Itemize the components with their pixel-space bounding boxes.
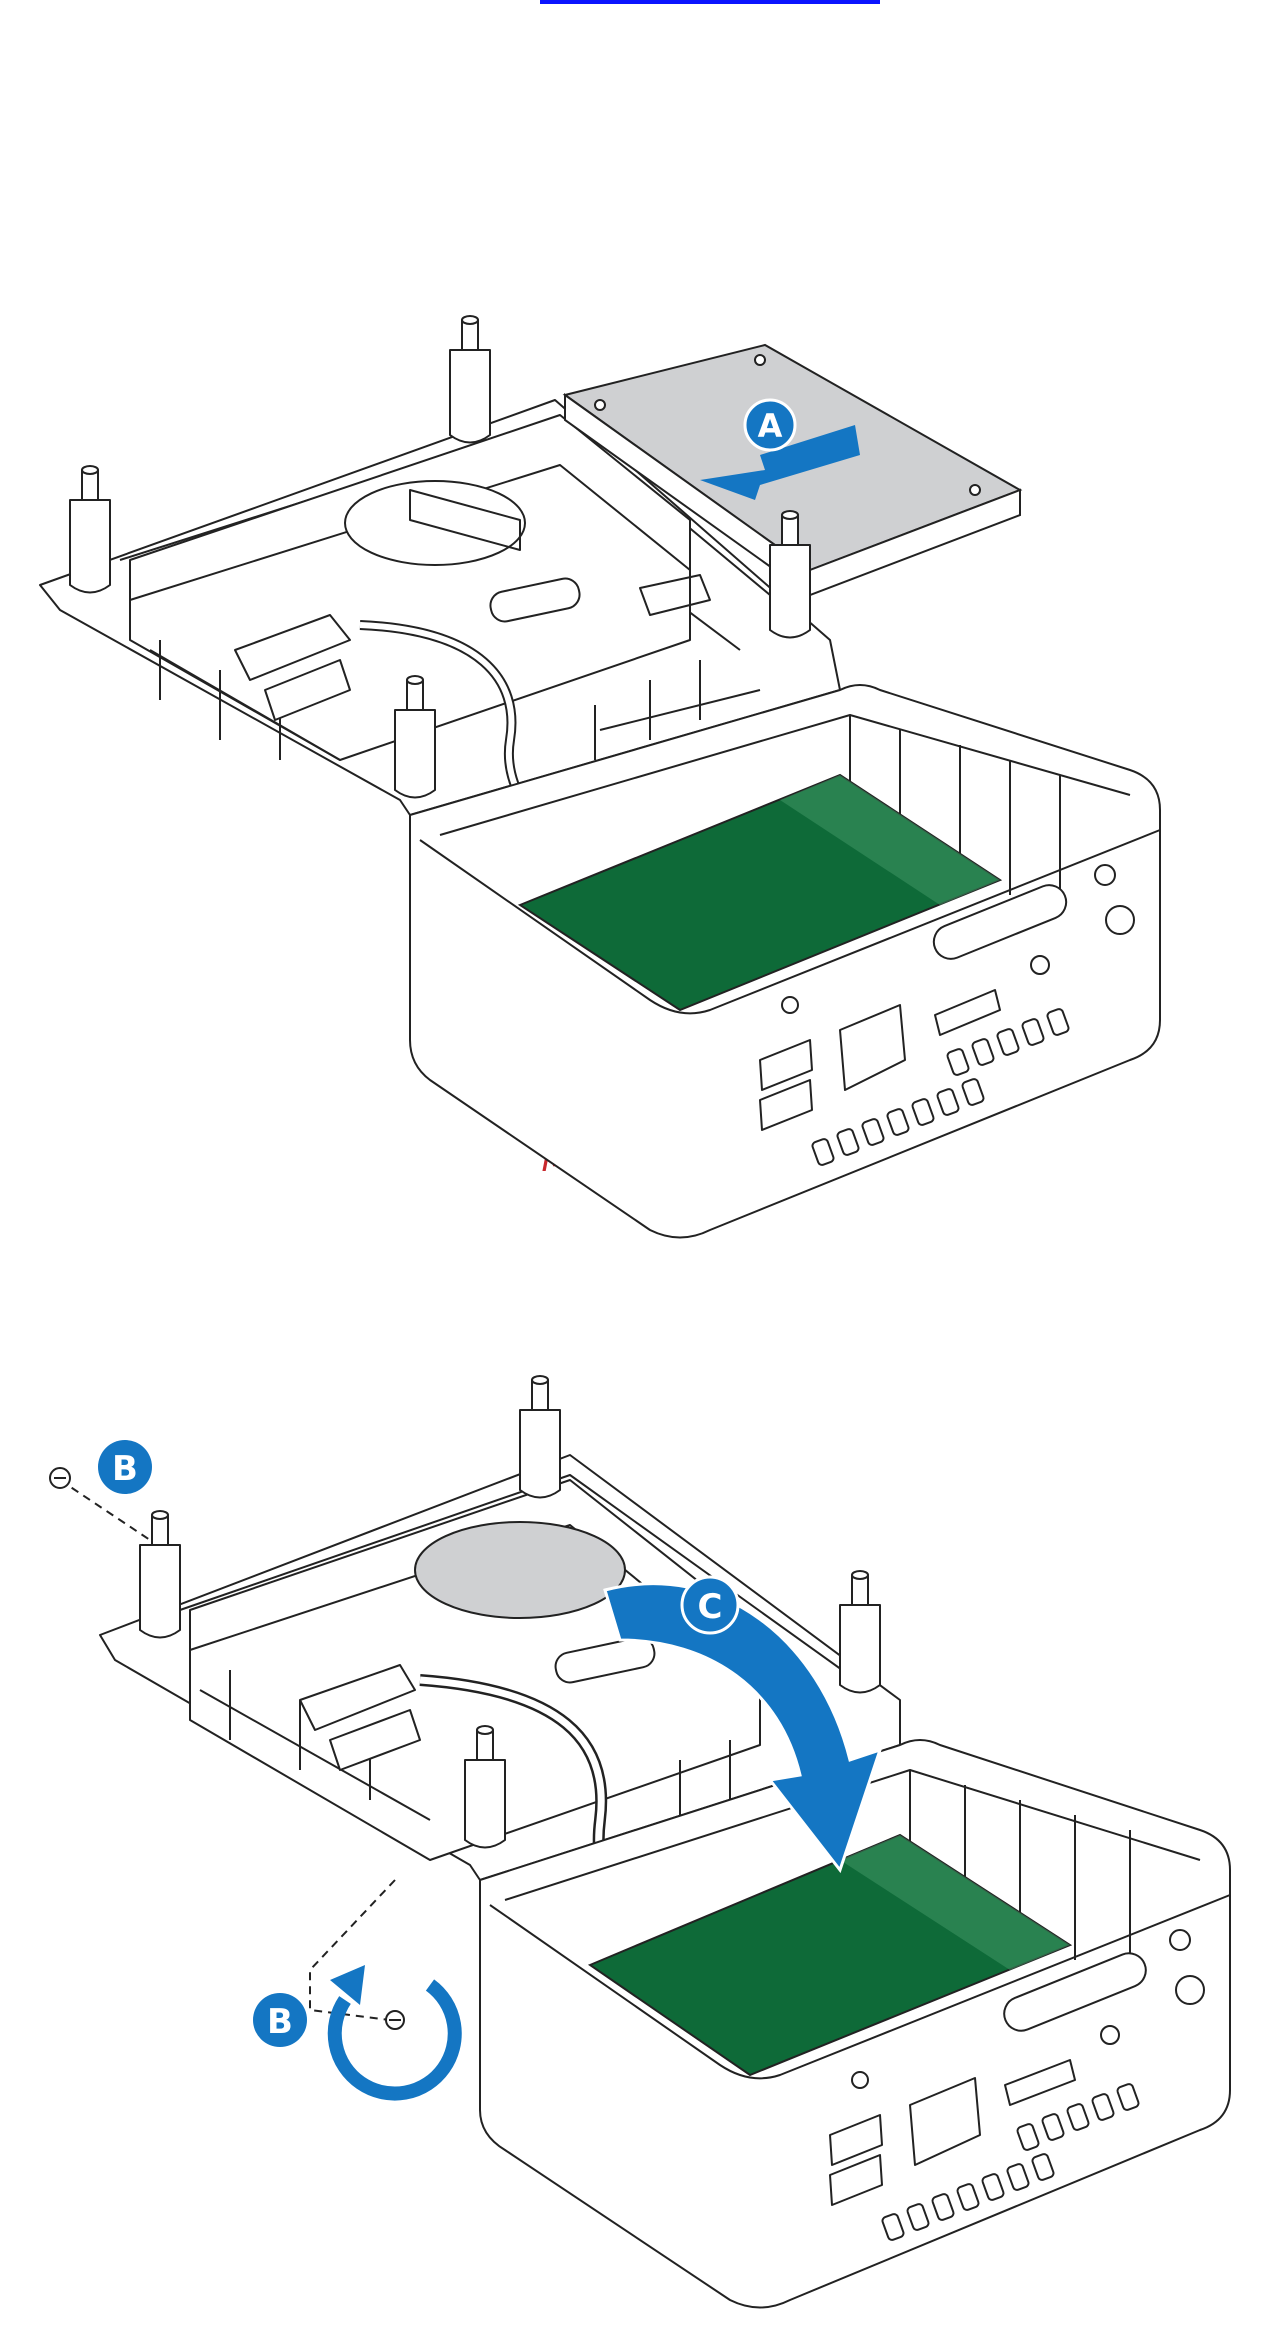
callout-a-label: A <box>758 407 783 445</box>
diagram-step-1: A <box>40 316 1160 1238</box>
rotate-arrow-icon <box>335 1985 455 2094</box>
callout-b-top: B <box>98 1440 152 1494</box>
callout-b-top-label: B <box>112 1449 138 1489</box>
diagram-step-2: B B C <box>50 1376 1230 2308</box>
cage-opening <box>345 481 525 565</box>
callout-b-bottom: B <box>253 1965 455 2094</box>
callout-c-label: C <box>698 1587 723 1627</box>
screw-path-lower <box>310 1880 395 2020</box>
callout-b-bottom-label: B <box>267 2002 293 2042</box>
cage-opening-lower <box>415 1522 625 1618</box>
